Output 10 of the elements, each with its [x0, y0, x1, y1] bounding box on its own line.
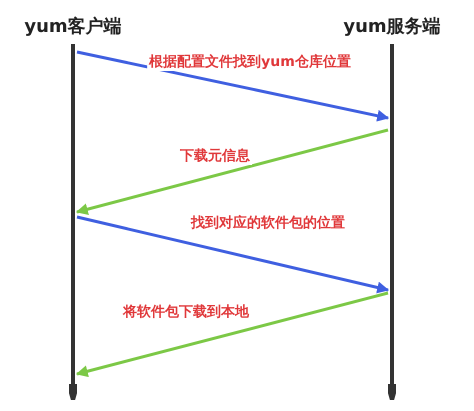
- lifeline-heading: yum客户端: [24, 15, 122, 38]
- edge-label: 下载元信息: [178, 147, 252, 165]
- arrow: [76, 216, 390, 294]
- edge-label: 根据配置文件找到yum仓库位置: [147, 53, 353, 71]
- arrow: [76, 128, 388, 216]
- arrow: [76, 50, 390, 122]
- arrow: [76, 292, 388, 378]
- lifeline-heading: yum服务端: [343, 15, 441, 38]
- edge-label: 找到对应的软件包的位置: [189, 214, 347, 232]
- edge-label: 将软件包下载到本地: [121, 303, 251, 321]
